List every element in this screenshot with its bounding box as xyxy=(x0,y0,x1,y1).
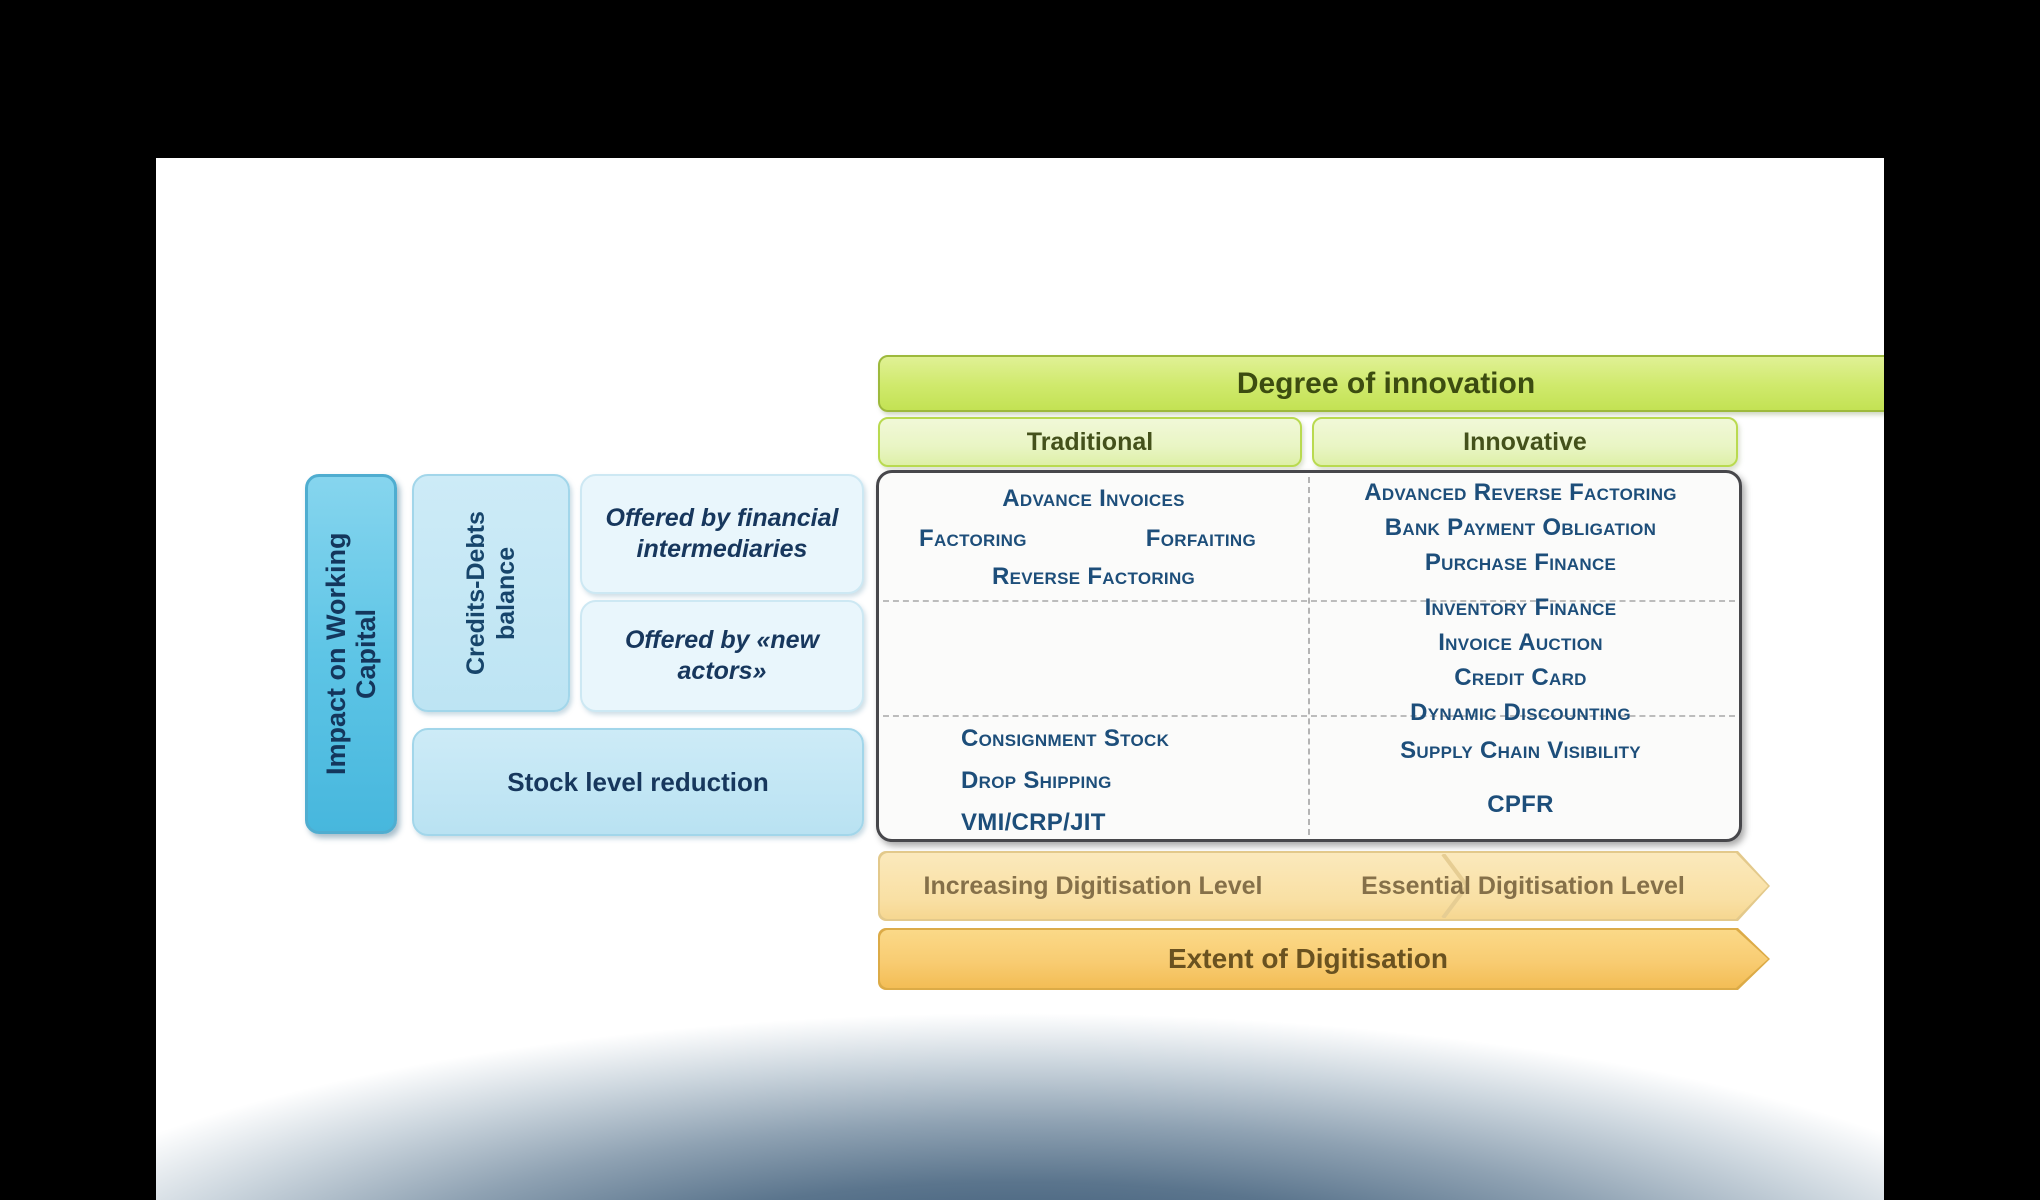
quadrant-innovative-column: Advanced Reverse Factoring Bank Payment … xyxy=(1310,479,1731,727)
innovative-new-actors-group: Inventory Finance Invoice Auction Credit… xyxy=(1310,594,1731,727)
matrix-item: Inventory Finance xyxy=(1424,594,1617,621)
matrix-item: Advance Invoices xyxy=(1002,485,1185,512)
slide-background: Degree of innovation Traditional Innovat… xyxy=(156,158,1884,1200)
matrix-item: Reverse Factoring xyxy=(991,563,1196,590)
offered-financial-label: Offered by financial intermediaries xyxy=(605,504,839,563)
quadrant-traditional-stock: Consignment Stock Drop Shipping VMI/CRP/… xyxy=(961,725,1301,837)
column-header-traditional: Traditional xyxy=(878,417,1302,467)
column-header-innovative: Innovative xyxy=(1312,417,1738,467)
matrix-divider-row2 xyxy=(883,715,1735,717)
extent-of-digitisation-label: Extent of Digitisation xyxy=(1168,943,1448,974)
matrix-item: VMI/CRP/JIT xyxy=(961,809,1106,836)
matrix-divider-row1 xyxy=(883,600,1735,602)
matrix-item: Bank Payment Obligation xyxy=(1384,514,1657,541)
matrix-item: Credit Card xyxy=(1454,664,1587,691)
matrix-item: Supply Chain Visibility xyxy=(1400,737,1641,764)
background-globe-gradient xyxy=(156,990,1884,1200)
matrix-item: Advanced Reverse Factoring xyxy=(1364,479,1677,506)
arrow-fill xyxy=(880,853,1768,919)
degree-of-innovation-title: Degree of innovation xyxy=(1236,366,1536,400)
impact-axis-label: Impact on Working Capital xyxy=(321,532,381,776)
matrix-item: Drop Shipping xyxy=(961,767,1112,794)
solutions-matrix: Advance Invoices Factoring Forfaiting Re… xyxy=(876,470,1742,842)
matrix-item: CPFR xyxy=(1487,791,1554,818)
essential-digitisation-label: Essential Digitisation Level xyxy=(1361,871,1685,900)
arrow-fill xyxy=(880,930,1768,988)
matrix-item: Forfaiting xyxy=(1145,525,1256,552)
matrix-item: Purchase Finance xyxy=(1424,549,1617,576)
digitisation-levels-arrow: Increasing Digitisation Level Essential … xyxy=(878,851,1770,921)
offered-by-financial-intermediaries-box: Offered by financial intermediaries xyxy=(580,474,864,594)
innovative-label: Innovative xyxy=(1463,427,1587,456)
increasing-digitisation-label: Increasing Digitisation Level xyxy=(923,871,1263,900)
quadrant-innovative-stock: Supply Chain Visibility CPFR xyxy=(1310,725,1731,833)
credits-debts-label: Credits-Debts balance xyxy=(462,511,520,675)
matrix-item: Invoice Auction xyxy=(1438,629,1603,656)
innovative-intermediaries-group: Advanced Reverse Factoring Bank Payment … xyxy=(1310,479,1731,577)
chevron-divider-icon xyxy=(1441,854,1470,918)
matrix-divider-vertical xyxy=(1308,477,1310,835)
matrix-item: Dynamic Discounting xyxy=(1410,699,1631,726)
degree-of-innovation-banner: Degree of innovation xyxy=(878,355,1884,412)
matrix-item: Consignment Stock xyxy=(961,725,1170,752)
stock-level-label: Stock level reduction xyxy=(507,766,769,797)
extent-of-digitisation-arrow: Extent of Digitisation xyxy=(878,928,1770,990)
matrix-item: Factoring xyxy=(919,525,1027,552)
offered-new-actors-label: Offered by «new actors» xyxy=(624,626,820,685)
quadrant-traditional-intermediaries: Advance Invoices Factoring Forfaiting Re… xyxy=(879,473,1308,600)
offered-by-new-actors-box: Offered by «new actors» xyxy=(580,600,864,712)
impact-on-working-capital-box: Impact on Working Capital xyxy=(305,474,397,834)
stock-level-reduction-box: Stock level reduction xyxy=(412,728,864,836)
traditional-label: Traditional xyxy=(1026,427,1154,456)
credits-debts-balance-box: Credits-Debts balance xyxy=(412,474,570,712)
